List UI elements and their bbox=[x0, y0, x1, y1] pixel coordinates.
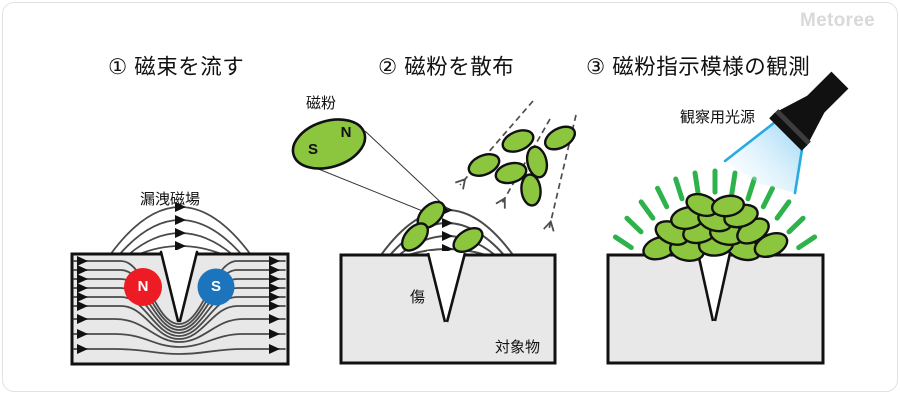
step3-title: ③ 磁粉指示模様の観測 bbox=[586, 55, 811, 79]
magnified-particle bbox=[291, 118, 367, 170]
step3-observation-diagram bbox=[606, 71, 849, 365]
leakage-arc-arrowheads bbox=[175, 202, 186, 251]
magnetic-powder-label: 磁粉 bbox=[306, 95, 337, 112]
light-beam bbox=[723, 117, 805, 195]
step2-spray-diagram bbox=[291, 100, 577, 365]
target-object-label: 対象物 bbox=[495, 339, 541, 356]
crack-notch-2 bbox=[426, 251, 467, 323]
crack-notch-1 bbox=[159, 250, 199, 323]
diagram-canvas bbox=[70, 71, 849, 366]
leakage-field-label: 漏洩磁場 bbox=[140, 191, 201, 208]
crack-notch-3 bbox=[696, 251, 732, 322]
glow-dashes bbox=[612, 168, 818, 251]
metoree-logo: Metoree bbox=[800, 10, 875, 31]
north-pole bbox=[124, 268, 162, 306]
flux-line-arrowheads bbox=[77, 256, 280, 354]
flashlight-icon bbox=[769, 71, 849, 151]
south-pole bbox=[197, 268, 235, 306]
scattered-particles bbox=[467, 125, 577, 207]
step1-title: ① 磁束を流す bbox=[108, 55, 245, 79]
flaw-label: 傷 bbox=[410, 289, 426, 306]
arch-particles bbox=[400, 200, 484, 254]
diagram-card: Metoree ① 磁束を流す ② 磁粉を散布 ③ 磁粉指示模様の観測 漏洩磁場… bbox=[2, 2, 898, 392]
south-pole-letter: S bbox=[210, 278, 222, 296]
observation-light-label: 観察用光源 bbox=[680, 109, 756, 126]
particle-south-letter: S bbox=[307, 141, 319, 159]
step2-title: ② 磁粉を散布 bbox=[378, 55, 515, 79]
particle-mound bbox=[642, 192, 789, 262]
particle-north-letter: N bbox=[340, 124, 352, 142]
step1-flux-diagram bbox=[70, 202, 290, 366]
north-pole-letter: N bbox=[137, 278, 149, 296]
callout-lines bbox=[305, 130, 450, 215]
